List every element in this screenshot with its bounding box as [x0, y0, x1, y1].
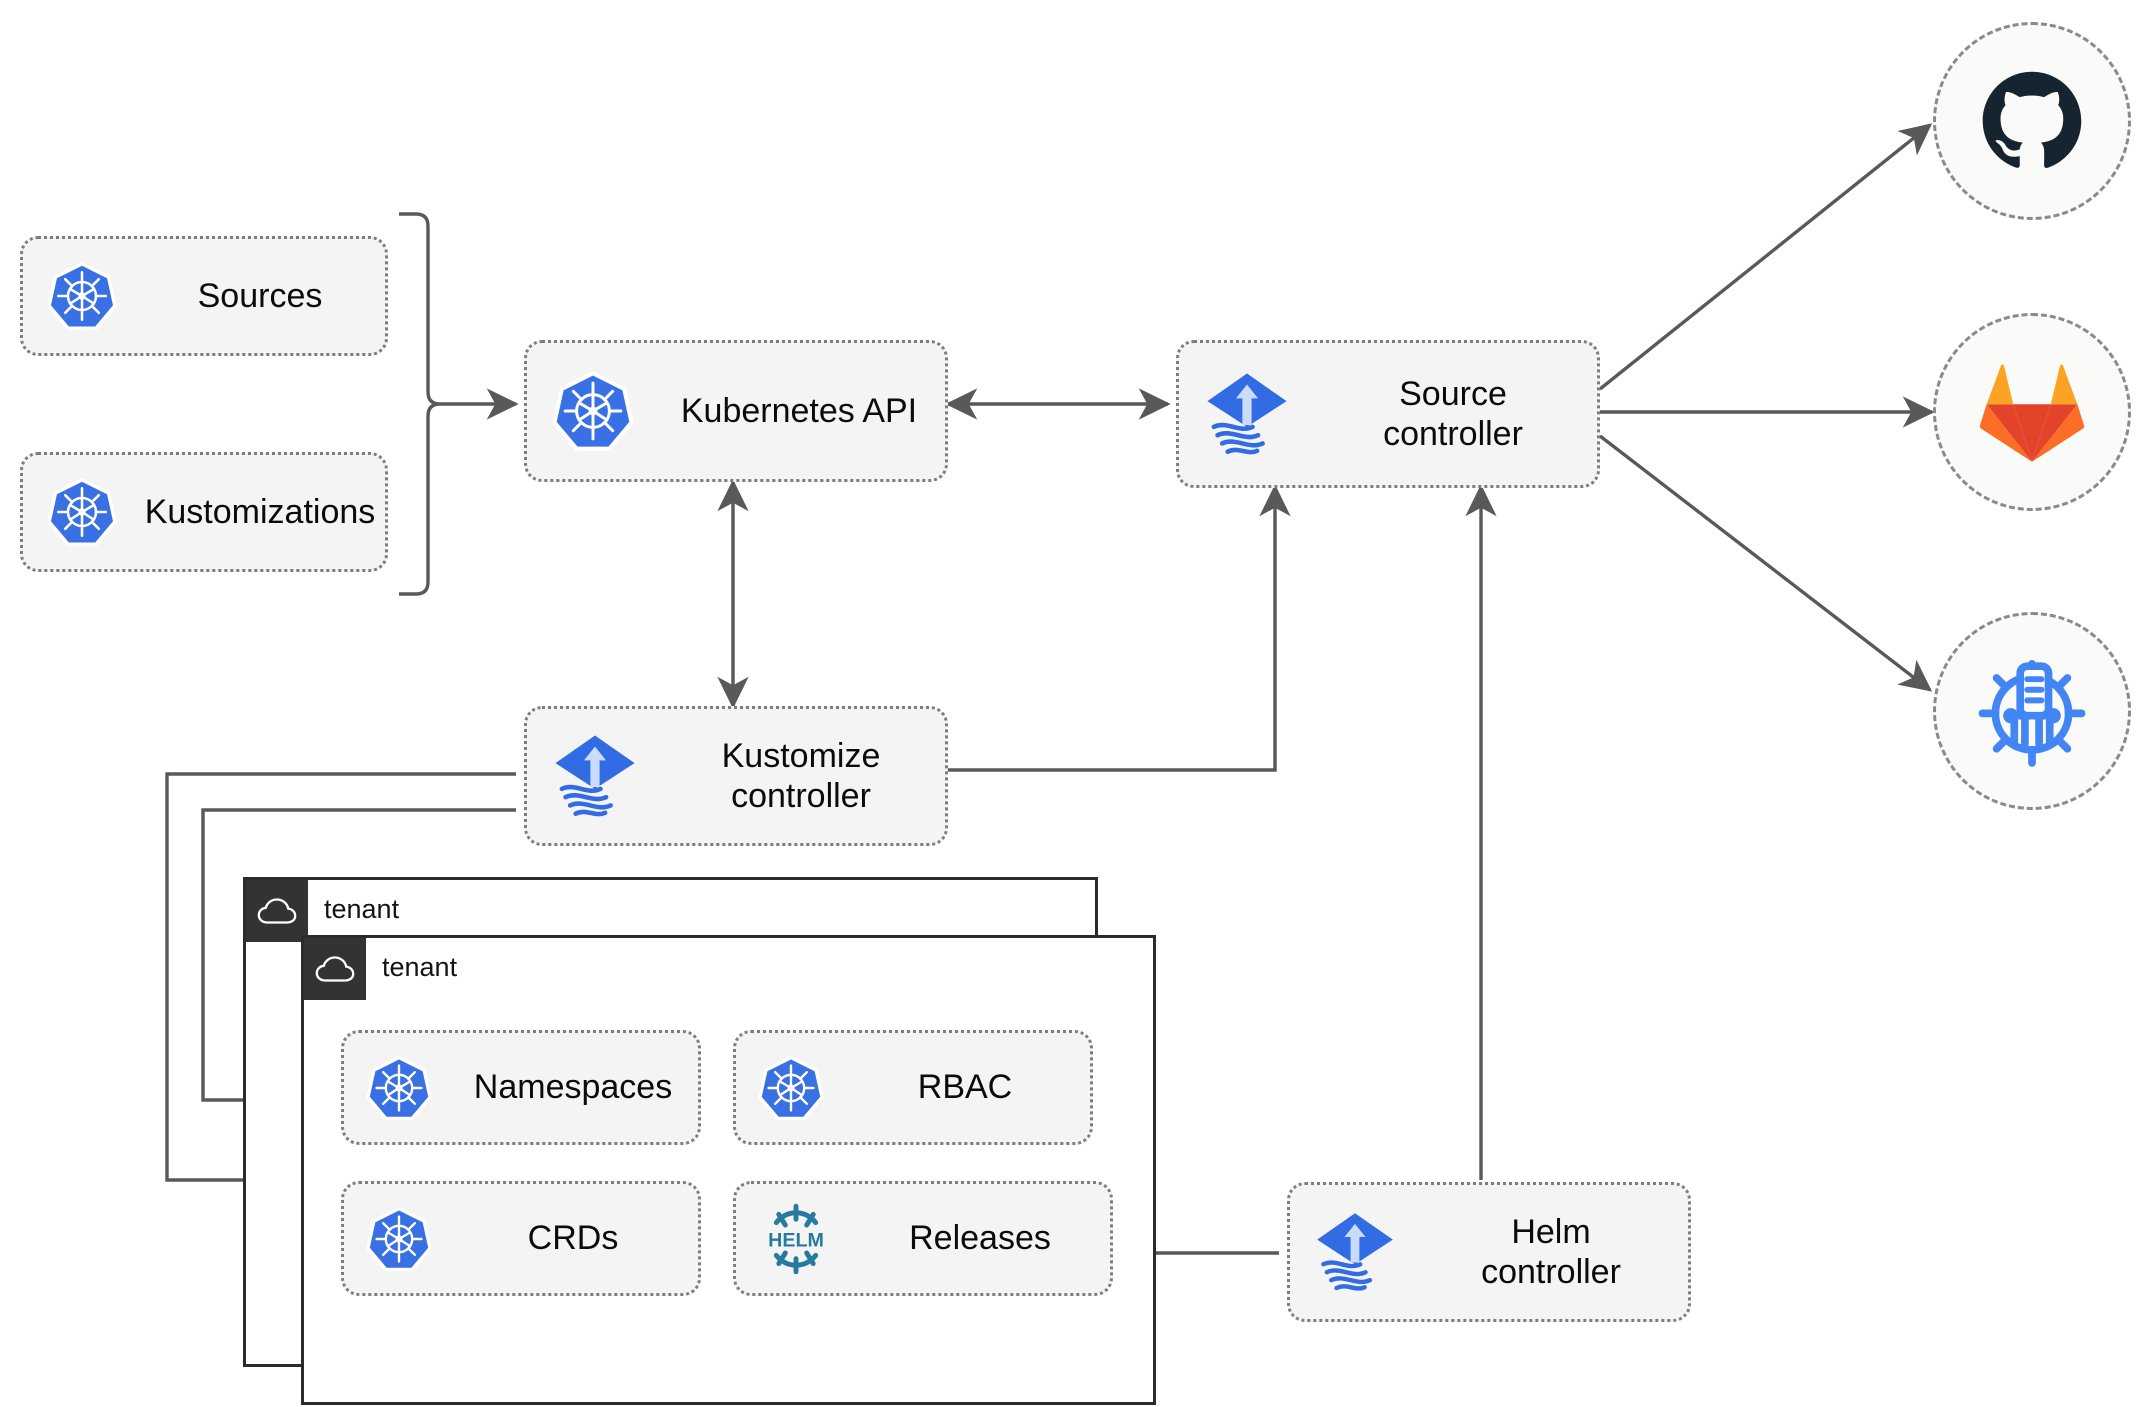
node-label: Releases: [909, 1219, 1051, 1258]
node-label: Source controller: [1383, 374, 1523, 453]
helm-icon: HELM: [736, 1198, 856, 1280]
node-label: Kustomizations: [144, 492, 376, 531]
edge-kustomize-source: [948, 484, 1291, 772]
node-label: Helm controller: [1481, 1212, 1621, 1291]
node-kubernetes-api[interactable]: Kubernetes API: [524, 340, 948, 482]
node-rbac[interactable]: RBAC: [733, 1030, 1093, 1145]
edge-bracket: [399, 212, 441, 596]
node-label: Namespaces: [473, 1068, 673, 1107]
node-sources[interactable]: Sources: [20, 236, 388, 356]
kubernetes-icon: [527, 370, 659, 452]
node-label: CRDs: [527, 1219, 619, 1258]
cloud-icon: [304, 938, 366, 1000]
node-helm-controller[interactable]: Helm controller: [1287, 1182, 1691, 1322]
svg-text:HELM: HELM: [768, 1229, 824, 1251]
node-label: RBAC: [917, 1068, 1013, 1107]
kubernetes-icon: [344, 1206, 454, 1272]
edge-source-registry: [1598, 434, 1933, 692]
tenant-label: tenant: [382, 952, 458, 982]
node-crds[interactable]: CRDs: [341, 1181, 701, 1296]
provider-chart-registry[interactable]: [1933, 612, 2131, 810]
flux-icon: [1290, 1208, 1420, 1296]
tenant-label: tenant: [324, 894, 400, 924]
kubernetes-icon: [23, 477, 141, 547]
node-kustomize-controller[interactable]: Kustomize controller: [524, 706, 948, 846]
node-label: Kustomize controller: [721, 736, 881, 815]
flux-icon: [1179, 368, 1315, 460]
flux-icon: [527, 730, 663, 822]
provider-gitlab[interactable]: [1933, 313, 2131, 511]
kubernetes-icon: [344, 1055, 454, 1121]
node-label: Sources: [197, 276, 323, 315]
gitlab-icon: [1979, 364, 2085, 462]
github-icon: [1982, 71, 2082, 168]
node-label: Kubernetes API: [680, 391, 918, 430]
tenant-panel-front[interactable]: tenant: [301, 935, 1156, 1405]
node-releases[interactable]: HELM Releases: [733, 1181, 1113, 1296]
kubernetes-icon: [736, 1055, 846, 1121]
edge-source-github: [1598, 123, 1933, 391]
kubernetes-icon: [23, 261, 141, 331]
cloud-icon: [246, 880, 308, 942]
node-kustomizations[interactable]: Kustomizations: [20, 452, 388, 572]
node-namespaces[interactable]: Namespaces: [341, 1030, 701, 1145]
node-source-controller[interactable]: Source controller: [1176, 340, 1600, 488]
provider-github[interactable]: [1933, 22, 2131, 220]
helm-chart-registry-icon: [1978, 659, 2086, 767]
